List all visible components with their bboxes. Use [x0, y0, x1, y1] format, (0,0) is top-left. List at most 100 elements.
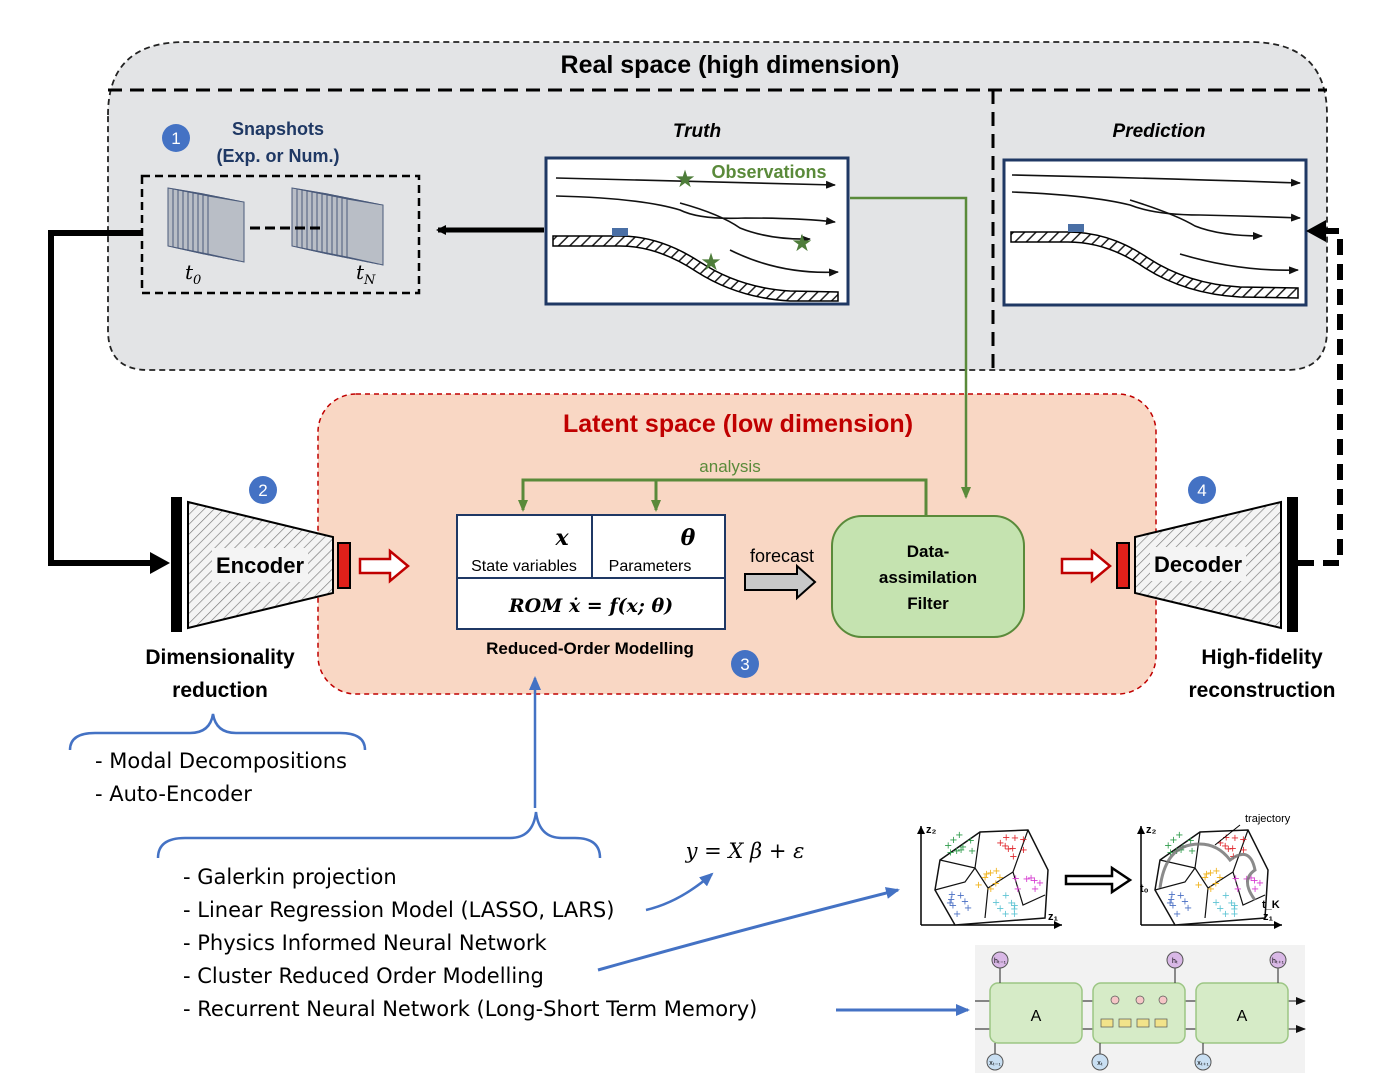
cluster-point: +: [964, 903, 972, 914]
encoder-input-arrowhead: [150, 552, 170, 574]
filter-line-3: Filter: [907, 594, 949, 613]
reduction-method-item: - Auto-Encoder: [95, 782, 252, 806]
cluster-point: +: [981, 873, 989, 884]
observations-to-filter-arrow: [850, 196, 971, 499]
prediction-label: Prediction: [1113, 121, 1206, 142]
step-1-badge: 1: [162, 124, 190, 152]
cluster-point: +: [961, 897, 969, 908]
lstm-hidden-right: [1269, 951, 1287, 969]
cluster-point: +: [1027, 873, 1035, 884]
cluster-point: +: [1250, 875, 1258, 886]
rom-method-item: - Cluster Reduced Order Modelling: [183, 964, 544, 988]
lstm-cell-left: [989, 982, 1083, 1044]
cluster-plot-right: ++++++++++++++++++++++++++++++++++++++++…: [1137, 813, 1291, 929]
lstm-h-left-label: hₜ₋₁: [994, 958, 1007, 965]
cluster-point: +: [1251, 884, 1259, 895]
decoder-caption-line-2: reconstruction: [1188, 679, 1335, 702]
cluster-point: +: [1011, 833, 1019, 844]
cluster-t0-label: t₀: [1140, 883, 1149, 895]
cluster-point: +: [1169, 835, 1177, 846]
snapshots-box: t0 tN: [140, 174, 421, 295]
step-2-badge: 2: [249, 476, 277, 504]
encoder-caption-line-1: Dimensionality: [145, 646, 295, 669]
decoder-input-arrow: [1060, 548, 1112, 584]
lstm-cell-right: [1195, 982, 1289, 1044]
cluster-point: +: [1166, 847, 1174, 858]
cluster-point: +: [1010, 901, 1018, 912]
cluster-pointer-arrow: [597, 887, 900, 972]
real-space-title: Real space (high dimension): [561, 51, 900, 79]
encoder-latent-vector: [337, 542, 351, 589]
cluster-point: +: [1176, 890, 1184, 901]
cluster-point: +: [1231, 874, 1239, 885]
snapshot-frame: [346, 198, 384, 266]
cluster-point: +: [996, 838, 1004, 849]
cluster-point: +: [1001, 909, 1009, 920]
cluster-tk-label: t_K: [1262, 899, 1280, 911]
cluster-point: +: [1221, 841, 1229, 852]
cluster-point: +: [1234, 884, 1242, 895]
cluster-point: +: [1011, 874, 1019, 885]
cluster-point: +: [1212, 898, 1220, 909]
filter-line-2: assimilation: [879, 568, 977, 587]
lstm-cell-middle: [1092, 982, 1186, 1044]
data-assimilation-filter: Data- assimilation Filter: [831, 515, 1025, 638]
cluster-point: +: [1166, 898, 1174, 909]
trajectory-label: trajectory: [1245, 813, 1291, 825]
observation-star-icon: ★: [674, 166, 696, 193]
rom-methods-brace: [156, 811, 602, 859]
cluster-point: +: [1201, 873, 1209, 884]
lstm-input-right: [1194, 1053, 1212, 1071]
cluster-point: +: [1229, 843, 1237, 854]
cluster-point: +: [1230, 909, 1238, 920]
truth-flow-box: ★ ★ ★ Observations: [544, 156, 850, 306]
cluster-point: +: [1009, 843, 1017, 854]
lstm-input-middle: [1091, 1053, 1109, 1071]
cluster-point: +: [1031, 884, 1039, 895]
cluster-point: +: [1184, 903, 1192, 914]
encoder-caption-line-2: reduction: [172, 679, 268, 702]
lstm-hidden-middle: [1166, 951, 1184, 969]
tn-label: tN: [356, 260, 376, 288]
snapshot-stack-tn: [291, 187, 384, 266]
cluster-point: +: [986, 868, 994, 879]
cluster-point: +: [1014, 884, 1022, 895]
cluster-point: +: [1239, 834, 1247, 845]
lstm-input-left: [986, 1053, 1004, 1071]
rom-methods-list: - Galerkin projection- Linear Regression…: [183, 865, 757, 1021]
lstm-x-mid-label: xₜ: [1097, 1060, 1103, 1067]
lstm-diagram: A A hₜ₋₁ hₜ hₜ₊₁ xₜ₋₁ xₜ xₜ₊₁: [975, 945, 1306, 1073]
cluster-point: +: [966, 836, 974, 847]
analysis-loop: analysis: [518, 457, 928, 515]
cluster-point: +: [1207, 884, 1215, 895]
lstm-h-right-label: hₜ₊₁: [1272, 958, 1285, 965]
cluster-point: +: [982, 869, 990, 880]
cluster-point: +: [1009, 852, 1017, 863]
analysis-label: analysis: [699, 457, 760, 476]
cluster-point: +: [949, 901, 957, 912]
cluster-point: +: [1173, 909, 1181, 920]
cluster-point: +: [1224, 844, 1232, 855]
filter-line-1: Data-: [907, 542, 950, 561]
truth-label: Truth: [673, 121, 721, 142]
cluster-transition-arrow: [1064, 865, 1133, 895]
cluster-right-axis-x: z₁: [1263, 911, 1274, 923]
cluster-point: +: [1239, 845, 1247, 856]
cluster-point: +: [1181, 897, 1189, 908]
cluster-point: +: [974, 880, 982, 891]
cluster-point: +: [1230, 904, 1238, 915]
step-1-number: 1: [171, 129, 180, 148]
cluster-point: +: [1010, 909, 1018, 920]
step-2-number: 2: [258, 481, 267, 500]
cluster-point: +: [948, 889, 956, 900]
cluster-right-axis-y: z₂: [1146, 824, 1157, 836]
cluster-point: +: [1177, 845, 1185, 856]
cluster-plot-left: ++++++++++++++++++++++++++++++++++++++++…: [917, 824, 1062, 929]
lstm-cell-right-label: A: [1237, 1008, 1248, 1025]
cluster-point: +: [957, 845, 965, 856]
lstm-x-right-label: xₜ₊₁: [1197, 1060, 1209, 1067]
decoder-label: Decoder: [1154, 552, 1242, 577]
rom-equation: ROM ẋ = f(x; θ): [508, 595, 673, 617]
cluster-point: +: [953, 909, 961, 920]
